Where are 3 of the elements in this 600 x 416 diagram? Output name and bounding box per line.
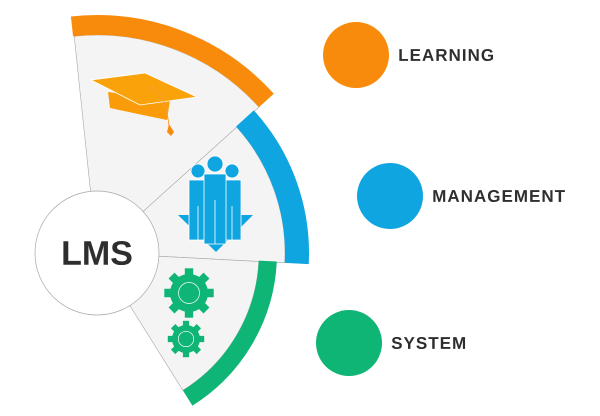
legend-label: MANAGEMENT bbox=[433, 190, 565, 202]
legend-label: SYSTEM bbox=[392, 336, 466, 350]
legend-label: LEARNING bbox=[399, 48, 494, 62]
